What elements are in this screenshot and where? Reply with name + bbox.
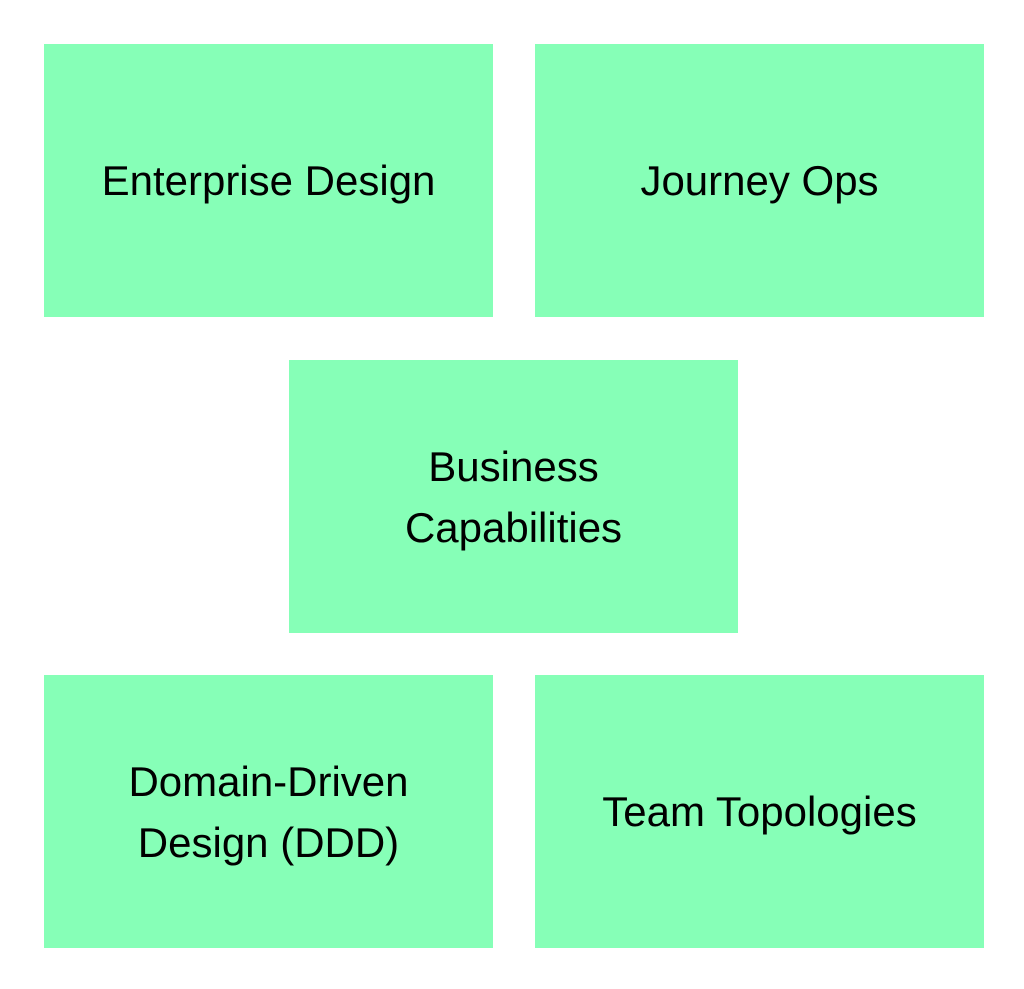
box-label-journey-ops: Journey Ops (640, 157, 879, 204)
box-label-enterprise-design: Enterprise Design (101, 157, 436, 204)
box-domain-driven-design: Domain-Driven Design (DDD) (44, 675, 493, 948)
box-label-business-capabilities: Business Capabilities (404, 442, 623, 551)
box-label-team-topologies: Team Topologies (602, 788, 917, 835)
box-business-capabilities: Business Capabilities (289, 360, 738, 633)
box-journey-ops: Journey Ops (535, 44, 984, 317)
box-enterprise-design: Enterprise Design (44, 44, 493, 317)
box-label-domain-driven-design: Domain-Driven Design (DDD) (128, 757, 409, 866)
box-team-topologies: Team Topologies (535, 675, 984, 948)
